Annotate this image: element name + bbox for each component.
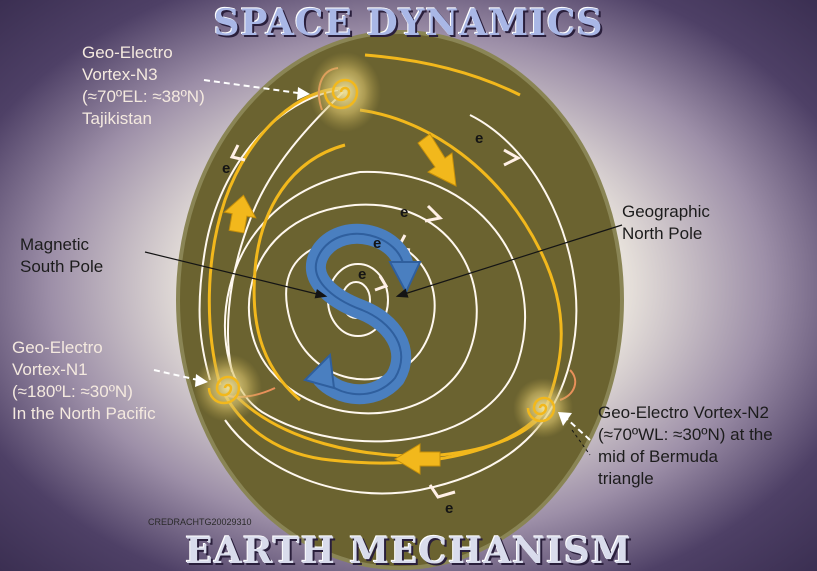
page-title: SPACE DYNAMICS [213, 2, 604, 44]
gold-current-outer [207, 86, 346, 386]
e-chevron-4 [374, 275, 389, 292]
e-chevron-1 [503, 148, 522, 167]
label-vortex-n1: Geo-Electro Vortex-N1 (≈180ºL: ≈30ºN) In… [12, 337, 156, 425]
vortex-pointers [153, 79, 591, 441]
flow-arrow-left [394, 443, 441, 475]
footer-title: EARTH MECHANISM [185, 530, 632, 571]
leader-geographic [395, 224, 623, 298]
label-n2-line2: (≈70ºWL: ≈30ºN) at the [598, 425, 773, 444]
gold-current-right [359, 108, 563, 411]
label-geographic-line1: Geographic [622, 202, 710, 221]
label-n1-line3: (≈180ºL: ≈30ºN) [12, 382, 133, 401]
e-chevron-5 [428, 484, 456, 499]
label-geographic-north-pole: Geographic North Pole [622, 201, 710, 245]
e-marker-5: e [358, 266, 367, 283]
field-line-3 [285, 236, 436, 381]
label-geographic-line2: North Pole [622, 224, 703, 243]
label-n2-line1: Geo-Electro Vortex-N2 [598, 403, 770, 422]
label-magnetic-line2: South Pole [20, 257, 104, 276]
pointer-n2-tail [571, 429, 591, 456]
pointer-n3 [203, 79, 299, 94]
label-n1-line4: In the North Pacific [12, 404, 156, 423]
e-chevron-2 [424, 204, 444, 223]
flow-arrow-up-left [223, 194, 257, 234]
label-vortex-n2: Geo-Electro Vortex-N2 (≈70ºWL: ≈30ºN) at… [598, 402, 773, 490]
gold-currents [207, 53, 563, 465]
flow-arrow-down-right [417, 133, 457, 187]
earth-disc [176, 30, 624, 570]
label-n3-line2: Vortex-N3 [82, 65, 158, 84]
field-line-7 [198, 89, 339, 381]
label-n2-line4: triangle [598, 469, 654, 488]
label-n2-line3: mid of Bermuda [598, 447, 718, 466]
leader-lines [144, 224, 623, 299]
e-marker-1: e [475, 130, 484, 147]
label-n3-line4: Tajikistan [82, 109, 152, 128]
e-marker-2: e [222, 160, 231, 177]
leader-magnetic [144, 251, 328, 299]
vortex-n3 [309, 52, 381, 132]
e-marker-6: e [445, 500, 454, 517]
blue-s-arrow [303, 223, 422, 405]
label-magnetic-south-pole: Magnetic South Pole [20, 234, 103, 278]
vortex-n1 [194, 354, 262, 422]
label-n1-line1: Geo-Electro [12, 338, 103, 357]
e-marker-4: e [373, 235, 382, 252]
e-marker-3: e [400, 204, 409, 221]
vortex-n2 [513, 378, 573, 438]
label-vortex-n3: Geo-Electro Vortex-N3 (≈70ºEL: ≈38ºN) Ta… [82, 42, 205, 130]
flow-arrows [223, 133, 457, 475]
label-magnetic-line1: Magnetic [20, 235, 89, 254]
e-chevron-6 [229, 144, 246, 162]
gold-current-inner [252, 143, 346, 402]
pointer-n2 [565, 417, 591, 441]
credit-text: CREDRACHTG20029310 [148, 517, 252, 527]
pointer-n1 [153, 369, 199, 381]
label-n1-line2: Vortex-N1 [12, 360, 88, 379]
gold-current-top [364, 53, 521, 97]
label-n3-line3: (≈70ºEL: ≈38ºN) [82, 87, 205, 106]
label-n3-line1: Geo-Electro [82, 43, 173, 62]
